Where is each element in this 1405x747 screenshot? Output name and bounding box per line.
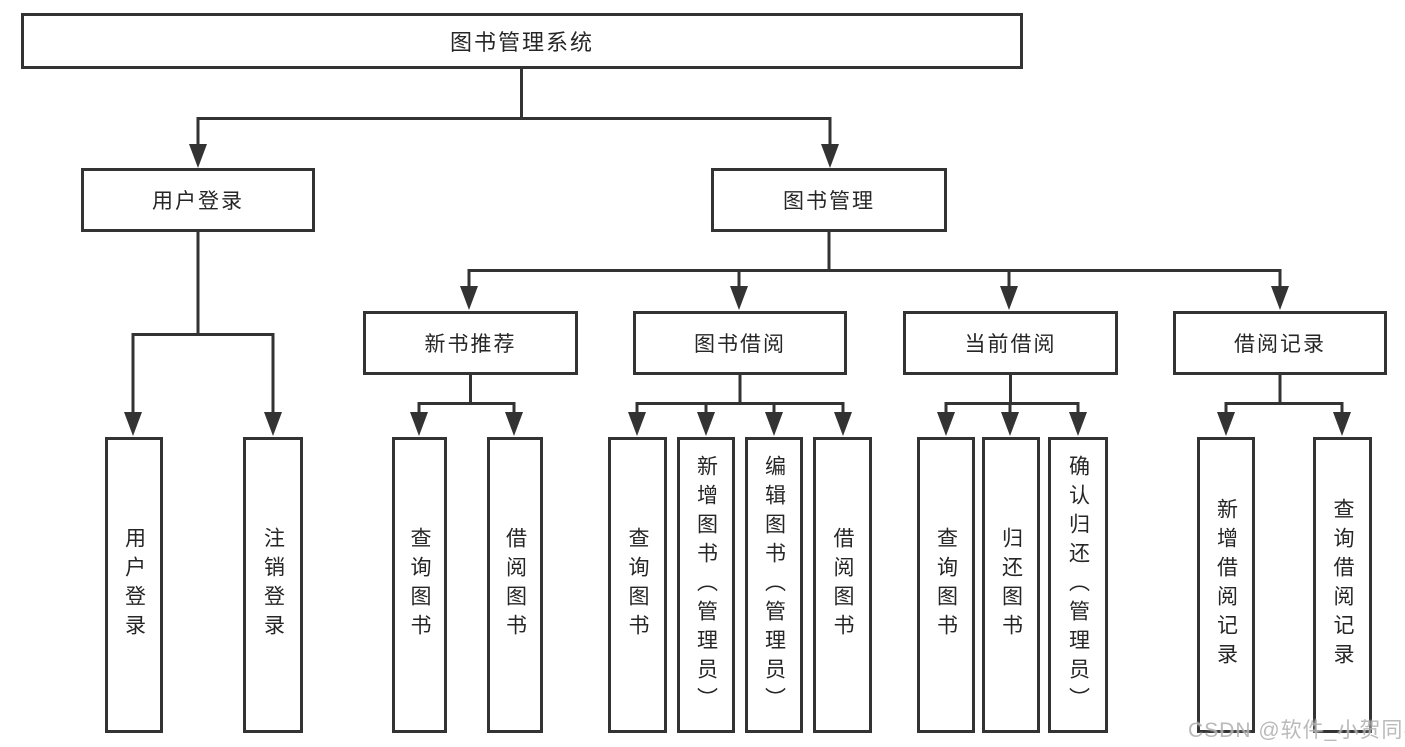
leaf-add-books-admin: 新增图书（管理员） [677, 437, 735, 733]
arrow-down-icon [730, 286, 748, 310]
node-user-login: 用户登录 [81, 168, 315, 232]
leaf-label: 确认归还（管理员） [1066, 454, 1090, 716]
leaf-edit-books-admin: 编辑图书（管理员） [745, 437, 803, 733]
leaf-label: 借阅图书 [831, 527, 854, 643]
leaf-label: 借阅图书 [503, 527, 527, 643]
arrow-down-icon [1217, 412, 1235, 436]
arrow-down-icon [460, 286, 478, 310]
arrow-down-icon [1333, 412, 1351, 436]
leaf-label: 新增图书（管理员） [694, 454, 718, 716]
node-book-borrowing: 图书借阅 [633, 311, 847, 375]
node-book-management: 图书管理 [711, 168, 947, 232]
node-label: 借阅记录 [1234, 333, 1326, 356]
leaf-logout: 注销登录 [243, 437, 303, 733]
node-label: 图书借阅 [694, 333, 786, 356]
leaf-label: 归还图书 [999, 527, 1023, 643]
leaf-borrow-books-borrowing: 借阅图书 [813, 437, 872, 733]
arrow-down-icon [264, 412, 282, 436]
node-label: 用户登录 [152, 190, 244, 213]
arrow-down-icon [1001, 412, 1019, 436]
connector-user-login [131, 232, 275, 418]
arrow-down-icon [505, 412, 523, 436]
leaf-label: 查询图书 [934, 527, 958, 643]
arrow-down-icon [124, 412, 142, 436]
leaf-query-borrow-record: 查询借阅记录 [1313, 437, 1372, 733]
connector-new-book [417, 375, 516, 418]
leaf-label: 新增借阅记录 [1214, 498, 1238, 672]
connector-book-borrowing [635, 375, 845, 418]
arrow-down-icon [628, 412, 646, 436]
leaf-query-books-current: 查询图书 [917, 437, 975, 733]
arrow-down-icon [1271, 286, 1289, 310]
leaf-label: 查询图书 [408, 527, 431, 643]
leaf-label: 查询图书 [626, 527, 649, 643]
arrow-down-icon [697, 412, 715, 436]
csdn-watermark: CSDN @软件_小贺同学 [1188, 719, 1405, 742]
arrow-down-icon [834, 412, 852, 436]
connector-current-borrowing [944, 375, 1080, 418]
arrow-down-icon [1000, 286, 1018, 310]
arrow-down-icon [1069, 412, 1087, 436]
leaf-add-borrow-record: 新增借阅记录 [1197, 437, 1255, 733]
leaf-label: 查询借阅记录 [1331, 498, 1354, 672]
leaf-confirm-return-admin: 确认归还（管理员） [1048, 437, 1108, 733]
arrowheads [124, 144, 1351, 436]
arrow-down-icon [765, 412, 783, 436]
node-new-book-recommend: 新书推荐 [363, 311, 578, 375]
root-node-library-management-system: 图书管理系统 [21, 13, 1023, 69]
leaf-borrow-books-recommend: 借阅图书 [487, 437, 543, 733]
arrow-down-icon [410, 412, 428, 436]
leaf-user-login: 用户登录 [105, 437, 163, 733]
leaf-query-books-recommend: 查询图书 [392, 437, 447, 733]
node-label: 图书管理 [783, 190, 875, 213]
arrow-down-icon [937, 412, 955, 436]
arrow-down-icon [821, 144, 839, 168]
arrow-down-icon [189, 144, 207, 168]
leaf-label: 用户登录 [122, 527, 146, 643]
root-node-label: 图书管理系统 [449, 30, 594, 55]
node-label: 当前借阅 [964, 333, 1057, 356]
connector-root-to-level2 [196, 69, 832, 150]
connector-book-management [467, 232, 1282, 291]
node-label: 新书推荐 [424, 333, 517, 356]
connector-borrowing-records [1224, 375, 1344, 418]
node-borrowing-records: 借阅记录 [1173, 311, 1387, 375]
leaf-query-books-borrowing: 查询图书 [608, 437, 667, 733]
leaf-return-books: 归还图书 [982, 437, 1040, 733]
leaf-label: 编辑图书（管理员） [762, 454, 786, 716]
node-current-borrowing: 当前借阅 [903, 311, 1118, 375]
leaf-label: 注销登录 [261, 527, 285, 643]
